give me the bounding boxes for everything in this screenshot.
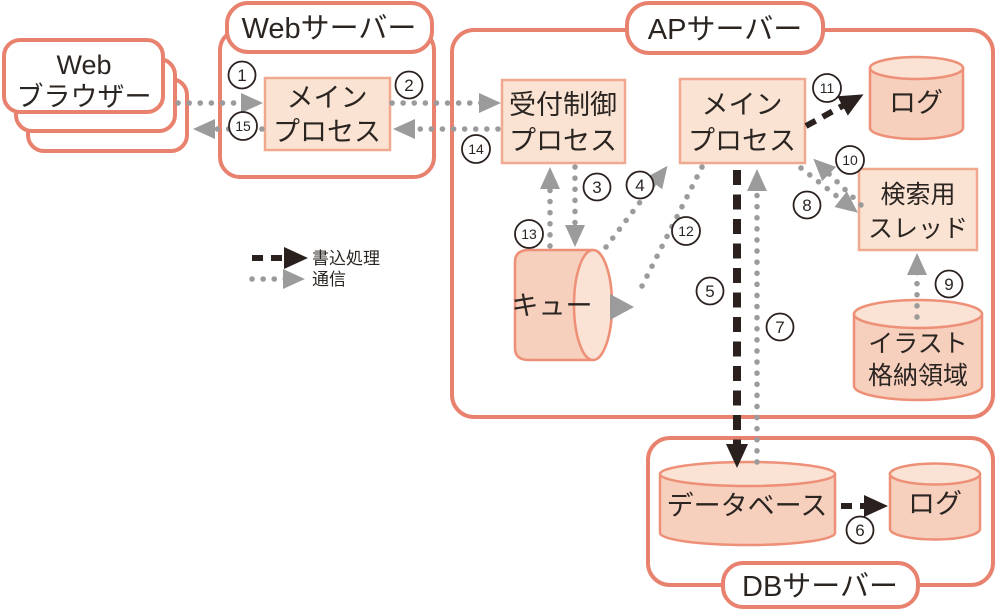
web-browser-stack: Web ブラウザー (2, 38, 189, 153)
step-3-num: 3 (592, 178, 601, 197)
step-5-num: 5 (705, 282, 714, 301)
step-13: 13 (514, 219, 544, 249)
illust-storage-cylinder: イラスト 格納領域 (852, 298, 984, 402)
browser-card-front (2, 38, 165, 114)
step-14-num: 14 (468, 141, 484, 157)
step-10-num: 10 (842, 152, 858, 168)
database-cylinder: データベース (658, 460, 837, 547)
web-server-tab: Webサーバー (225, 1, 434, 54)
step-5: 5 (695, 276, 725, 306)
db-server-title: DBサーバー (742, 571, 898, 603)
ap-main-line2: プロセス (688, 126, 796, 156)
db-log-label: ログ (908, 489, 962, 519)
legend: 書込処理 通信 (249, 247, 380, 289)
step-13-num: 13 (521, 226, 537, 242)
reception-line2: プロセス (509, 126, 617, 156)
step-6: 6 (845, 515, 875, 545)
step-7-num: 7 (775, 318, 784, 337)
legend-write-label: 書込処理 (312, 249, 380, 268)
step-15: 15 (228, 111, 258, 141)
step-11-num: 11 (820, 80, 835, 96)
illust-storage-line1: イラスト (868, 330, 968, 358)
browser-label-line2: ブラウザー (17, 82, 152, 112)
search-thread-node: 検索用 スレッド (857, 167, 979, 252)
ap-log-label: ログ (889, 88, 943, 118)
db-server-tab: DBサーバー (721, 561, 920, 609)
step-9-num: 9 (944, 275, 953, 294)
browser-label-line1: Web (56, 50, 111, 80)
reception-line1: 受付制御 (509, 90, 617, 120)
step-8-num: 8 (802, 196, 811, 215)
step-14: 14 (461, 134, 491, 164)
step-2-num: 2 (404, 76, 413, 95)
step-12: 12 (671, 216, 701, 246)
step-1-num: 1 (237, 66, 246, 85)
step-9: 9 (934, 269, 964, 299)
ap-main-line1: メイン (702, 90, 783, 120)
step-10: 10 (835, 145, 865, 175)
web-server-title: Webサーバー (242, 13, 417, 45)
step-4: 4 (625, 170, 655, 200)
illust-storage-line2: 格納領域 (868, 362, 968, 390)
arrow-11-apmain-to-aplog (804, 94, 864, 129)
search-thread-line2: スレッド (868, 215, 968, 243)
arrow-8-apmain-to-searchthread (798, 165, 858, 213)
step-7: 7 (765, 312, 795, 342)
reception-control-process-node: 受付制御 プロセス (500, 78, 627, 165)
step-3: 3 (582, 172, 612, 202)
ap-log-cylinder: ログ (868, 55, 965, 141)
arrow-10-searchthread-to-apmain (813, 158, 864, 208)
web-main-line1: メイン (287, 83, 368, 113)
step-11: 11 (812, 73, 842, 103)
web-main-line2: プロセス (273, 117, 381, 147)
ap-server-tab: APサーバー (625, 1, 825, 55)
step-12-num: 12 (678, 223, 694, 239)
search-thread-line1: 検索用 (880, 181, 955, 209)
step-1: 1 (227, 60, 257, 90)
web-main-process-node: メイン プロセス (263, 76, 392, 152)
legend-comm-label: 通信 (312, 270, 346, 289)
step-2: 2 (394, 70, 424, 100)
queue-cylinder: キュー (512, 248, 614, 362)
ap-main-process-node: メイン プロセス (678, 77, 807, 165)
db-log-cylinder: ログ (888, 462, 982, 541)
step-4-num: 4 (635, 176, 644, 195)
ap-server-title: APサーバー (648, 14, 802, 46)
queue-label: キュー (512, 291, 593, 321)
database-label: データベース (667, 491, 828, 521)
arrow-12-apmain-to-queue (610, 164, 705, 320)
step-6-num: 6 (855, 521, 864, 540)
step-15-num: 15 (235, 118, 251, 134)
step-8: 8 (792, 190, 822, 220)
